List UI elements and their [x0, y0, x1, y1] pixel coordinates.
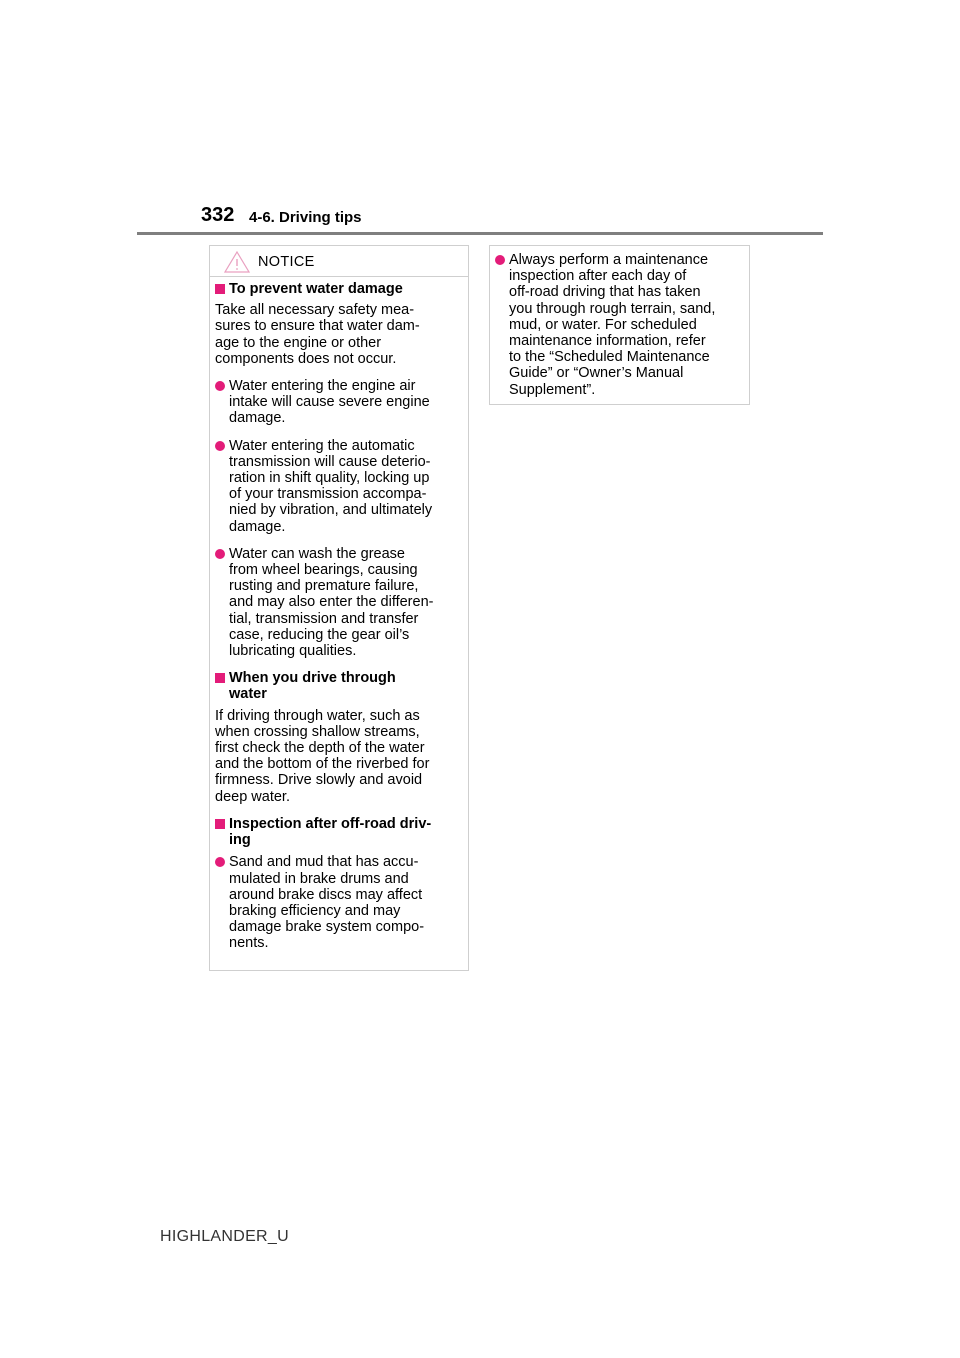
- text-line: ration in shift quality, locking up: [229, 470, 430, 487]
- round-bullet-icon: [495, 255, 505, 265]
- text-line: When you drive through: [229, 670, 396, 687]
- notice-label: NOTICE: [258, 254, 315, 270]
- text-line: Water entering the automatic: [229, 437, 415, 454]
- bullet-brake: Sand and mud that has accu-mulated in br…: [215, 854, 463, 951]
- text-line: maintenance information, refer: [509, 333, 706, 350]
- page-number: 332: [201, 204, 235, 226]
- text-line: nents.: [229, 935, 269, 952]
- text-line: Take all necessary safety mea-: [215, 302, 415, 319]
- text-line: mud, or water. For scheduled: [509, 316, 697, 333]
- text-line: Water entering the engine air: [229, 378, 416, 395]
- notice-header: NOTICE: [210, 246, 468, 277]
- text-line: inspection after each day of: [509, 268, 687, 285]
- round-bullet-icon: [215, 857, 225, 868]
- square-bullet-icon: [215, 673, 225, 684]
- square-bullet-icon: [215, 818, 225, 829]
- text-line: transmission will cause deterio-: [229, 453, 431, 470]
- text-line: Always perform a maintenance: [509, 252, 709, 268]
- text-line: when crossing shallow streams,: [215, 723, 420, 740]
- text-line: damage.: [229, 410, 286, 427]
- text-line: first check the depth of the water: [215, 740, 425, 757]
- round-bullet-icon: [215, 548, 225, 559]
- text-line: nied by vibration, and ultimately: [229, 502, 433, 519]
- text-line: water: [229, 686, 267, 703]
- heading-inspection: Inspection after off-road driv-ing: [215, 816, 463, 848]
- warning-triangle-icon: [224, 251, 250, 273]
- text-line: age to the engine or other: [215, 334, 382, 351]
- text-line: If driving through water, such as: [215, 707, 420, 724]
- notice-box: NOTICE To prevent water damage Take all …: [209, 245, 469, 971]
- text-line: braking efficiency and may: [229, 902, 401, 919]
- text-line: case, reducing the gear oil’s: [229, 626, 410, 643]
- text-line: and the bottom of the riverbed for: [215, 756, 430, 773]
- text-line: you through rough terrain, sand,: [509, 300, 716, 317]
- text-line: Guide” or “Owner’s Manual: [509, 365, 684, 382]
- text-line: Inspection after off-road driv-: [229, 815, 432, 832]
- text-line: components does not occur.: [215, 350, 397, 367]
- text-line: mulated in brake drums and: [229, 870, 409, 887]
- text-line: Water can wash the grease: [229, 545, 405, 562]
- bullet-text: Sand and mud that has accu-mulated in br…: [229, 854, 463, 951]
- text-line: off-road driving that has taken: [509, 284, 701, 301]
- paragraph-safety: Take all necessary safety mea-sures to e…: [215, 302, 463, 367]
- text-line: around brake discs may affect: [229, 886, 423, 903]
- text-line: deep water.: [215, 788, 290, 805]
- round-bullet-icon: [215, 440, 225, 451]
- notice-content: To prevent water damage Take all necessa…: [210, 277, 468, 952]
- square-bullet-icon: [215, 284, 225, 294]
- text-line: to the “Scheduled Maintenance: [509, 349, 710, 366]
- text-line: Sand and mud that has accu-: [229, 854, 419, 871]
- text-line: tial, transmission and transfer: [229, 610, 419, 627]
- heading-text: To prevent water damage: [229, 281, 403, 297]
- text-line: firmness. Drive slowly and avoid: [215, 772, 423, 789]
- text-line: lubricating qualities.: [229, 643, 357, 660]
- text-line: from wheel bearings, causing: [229, 562, 418, 579]
- text-line: ing: [229, 832, 251, 849]
- round-bullet-icon: [215, 381, 225, 392]
- text-line: sures to ensure that water dam-: [215, 318, 420, 335]
- text-line: and may also enter the differen-: [229, 594, 434, 611]
- text-line: of your transmission accompa-: [229, 486, 427, 503]
- footer-model: HIGHLANDER_U: [160, 1228, 289, 1245]
- heading-text: Inspection after off-road driv-ing: [229, 816, 463, 848]
- header-rule: [137, 232, 823, 235]
- text-line: intake will cause severe engine: [229, 394, 430, 411]
- text-line: Supplement”.: [509, 381, 596, 398]
- section-title: 4-6. Driving tips: [249, 209, 362, 226]
- text-line: damage.: [229, 518, 286, 535]
- text-line: rusting and premature failure,: [229, 578, 419, 595]
- heading-water-damage: To prevent water damage: [215, 281, 463, 297]
- text-line: damage brake system compo-: [229, 919, 425, 936]
